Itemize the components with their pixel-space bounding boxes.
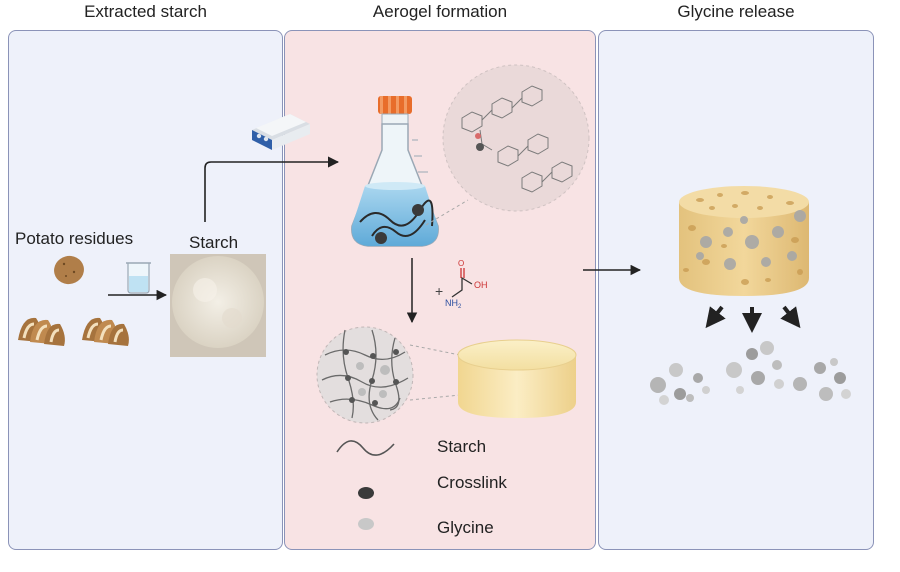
starch-chain-icon (336, 440, 395, 456)
beaker-icon (126, 262, 151, 294)
plus-sign: + (435, 283, 443, 299)
release-arrow (780, 305, 801, 329)
potato-peel-icon (18, 317, 65, 346)
panel-title-aerogel-formation: Aerogel formation (372, 2, 508, 21)
crosslinked-network-zoom (316, 326, 414, 424)
oxygen-label: O (458, 259, 464, 268)
zoom-line (425, 199, 469, 226)
svg-text:NH2: NH2 (445, 298, 462, 310)
label-potato-residues: Potato residues (15, 229, 134, 248)
glycine-structure: + O OH NH2 (435, 259, 488, 310)
hydroxyl-label: OH (474, 280, 488, 290)
zoom-line (409, 344, 461, 356)
starch-molecule-zoom (442, 64, 590, 212)
legend-label-glycine: Glycine (437, 518, 494, 537)
aerogel-cylinder-icon (457, 339, 577, 418)
zoom-line (409, 394, 461, 401)
hotplate-stirrer-icon (252, 114, 310, 150)
potato-peel-icon (82, 317, 129, 346)
arrow-starch-to-flask (204, 156, 340, 222)
legend-label-crosslink: Crosslink (437, 473, 507, 492)
glycine-dot-icon (358, 518, 374, 530)
whole-potato-icon (54, 255, 84, 285)
starch-powder-photo (170, 254, 266, 357)
label-starch: Starch (189, 233, 239, 252)
release-arrow (705, 305, 726, 329)
released-glycine-particles (650, 341, 851, 405)
crosslink-dot-icon (358, 487, 374, 499)
erlenmeyer-flask-icon (351, 96, 439, 247)
panel-title-glycine-release: Glycine release (677, 2, 795, 21)
porous-aerogel-icon (679, 186, 809, 296)
amine-subscript: 2 (458, 304, 462, 310)
amine-label: NH (445, 298, 458, 308)
panel-title-extracted-starch: Extracted starch (84, 2, 207, 21)
legend-label-starch: Starch (437, 437, 487, 456)
